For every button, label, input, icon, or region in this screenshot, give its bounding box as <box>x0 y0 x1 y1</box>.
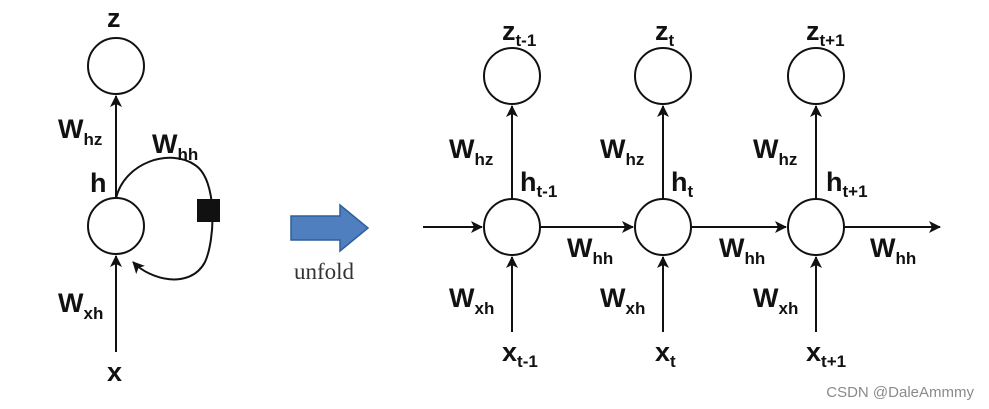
label-h-t-minus-1: ht-1 <box>520 167 557 201</box>
label-w-xh-t-minus-1: Wxh <box>449 283 494 318</box>
output-node-z <box>87 37 145 95</box>
label-x-t-minus-1: xt-1 <box>502 337 538 371</box>
unfold-arrow: unfold <box>290 203 370 284</box>
label-w-hz-t-minus-1: Whz <box>449 134 493 169</box>
label-x-t-plus-1: xt+1 <box>806 337 846 371</box>
label-x-t: xt <box>655 337 676 371</box>
label-z-t-minus-1: zt-1 <box>502 16 536 50</box>
label-h-t-plus-1: ht+1 <box>826 167 868 201</box>
hidden-node-h-t <box>634 198 692 256</box>
label-w-hh-3: Whh <box>870 233 916 268</box>
label-w-xh: Wxh <box>58 288 103 323</box>
output-node-z-t-plus-1 <box>787 47 845 105</box>
hidden-node-h-t-minus-1 <box>483 198 541 256</box>
hidden-node-h <box>87 197 145 255</box>
label-w-xh-t: Wxh <box>600 283 645 318</box>
unfold-arrow-shape <box>290 203 370 253</box>
label-z-t: zt <box>655 16 675 50</box>
label-w-hz: Whz <box>58 114 102 149</box>
label-w-hz-t-plus-1: Whz <box>753 134 797 169</box>
watermark: CSDN @DaleAmmmy <box>826 384 974 401</box>
label-h-t: ht <box>671 167 694 201</box>
hidden-node-h-t-plus-1 <box>787 198 845 256</box>
label-z-t-plus-1: zt+1 <box>806 16 845 50</box>
folded-rnn: z Whz Whh h Wxh x <box>58 3 220 387</box>
output-node-z-t <box>634 47 692 105</box>
label-h: h <box>90 168 107 198</box>
label-w-hh-recurrent: Whh <box>152 129 198 164</box>
unfolded-rnn: zt-1 zt zt+1 Whz Whz Whz ht-1 ht ht+1 Wh… <box>423 16 941 371</box>
label-x: x <box>107 357 122 387</box>
delay-square <box>197 199 220 222</box>
unfold-label: unfold <box>294 259 355 284</box>
output-node-z-t-minus-1 <box>483 47 541 105</box>
label-w-hh-1: Whh <box>567 233 613 268</box>
label-w-hh-2: Whh <box>719 233 765 268</box>
label-z: z <box>107 3 121 33</box>
label-w-hz-t: Whz <box>600 134 644 169</box>
label-w-xh-t-plus-1: Wxh <box>753 283 798 318</box>
